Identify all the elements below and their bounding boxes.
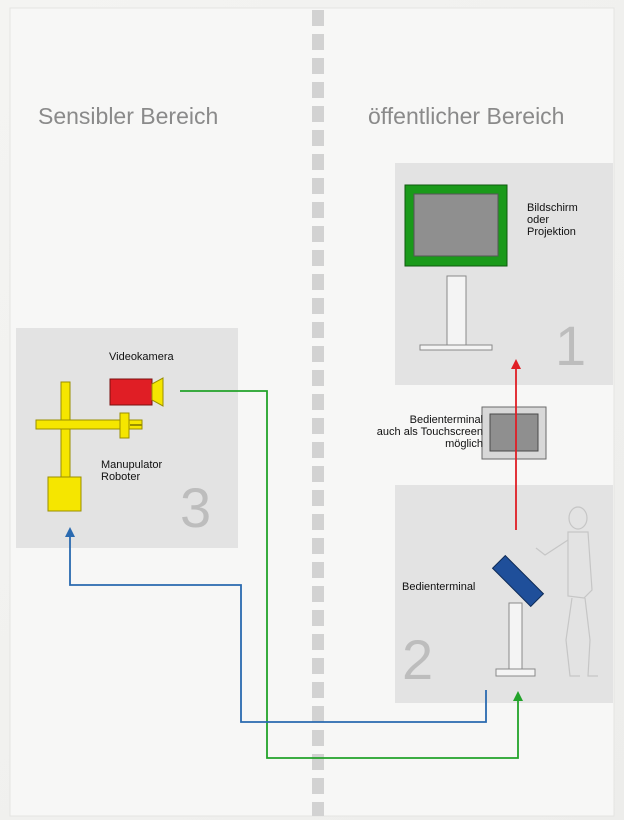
middle-terminal-label-line3: möglich — [445, 438, 483, 450]
middle-terminal-label-line2: auch als Touchscreen — [376, 426, 483, 438]
zone3-number: 3 — [180, 476, 212, 539]
green-arrow — [180, 390, 523, 759]
terminal-icon — [481, 406, 547, 460]
screen-label-line3: Projektion — [527, 226, 576, 238]
robot-arm-icon — [35, 381, 143, 512]
screen-label: Bildschirm oder Projektion — [527, 202, 578, 238]
robot-label-line1: Manupulator — [101, 459, 163, 471]
zone1-number: 1 — [555, 314, 587, 377]
middle-terminal-label-line1: Bedienterminal — [409, 414, 483, 426]
zone2-box — [395, 485, 613, 703]
monitor-icon — [404, 184, 508, 351]
screen-label-line1: Bildschirm — [527, 202, 578, 214]
heading-sensitive-area: Sensibler Bereich — [38, 103, 219, 129]
blue-arrow — [65, 527, 487, 723]
video-camera-icon — [109, 377, 164, 407]
camera-label: Videokamera — [109, 351, 174, 363]
tilted-terminal-icon — [491, 554, 545, 677]
screen-label-line2: oder — [527, 214, 550, 226]
middle-terminal-label: Bedienterminal auch als Touchscreen mögl… — [377, 414, 483, 450]
zone2-number: 2 — [402, 628, 434, 691]
zone2-terminal-label: Bedienterminal — [402, 581, 476, 593]
robot-label-line2: Roboter — [101, 471, 141, 483]
person-figure-icon — [535, 506, 598, 677]
robot-label: Manupulator Roboter — [101, 459, 162, 483]
heading-public-area: öffentlicher Bereich — [368, 103, 565, 129]
